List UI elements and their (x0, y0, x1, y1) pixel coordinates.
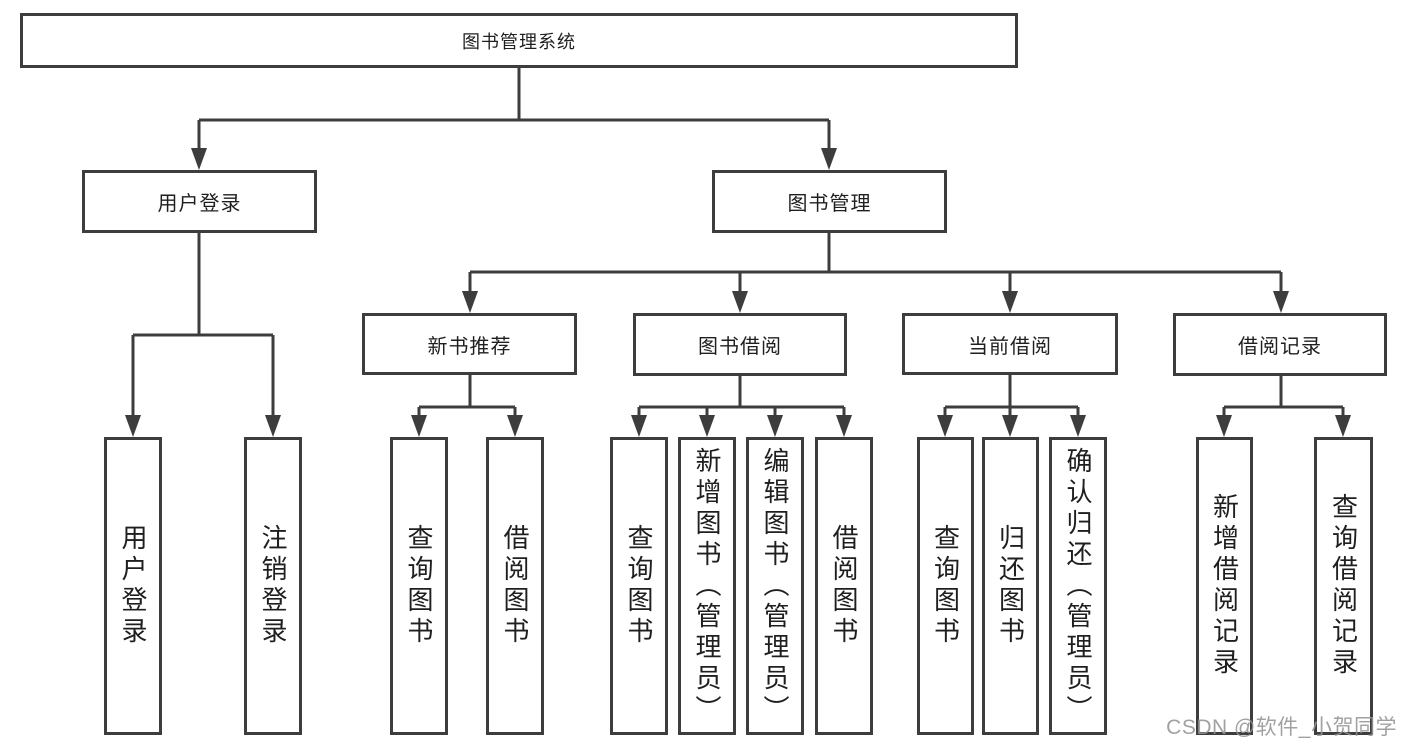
leaf-query-books-borrow: 查询图书 (610, 437, 668, 735)
node-new-book-recommend: 新书推荐 (362, 313, 577, 375)
leaf-confirm-return-admin: 确认归还（管理员） (1049, 437, 1107, 735)
leaf-label: 查询借阅记录 (1328, 493, 1359, 679)
leaf-query-books-current: 查询图书 (917, 437, 974, 735)
leaf-label: 归还图书 (995, 524, 1026, 648)
leaf-edit-book-admin: 编辑图书（管理员） (746, 437, 804, 735)
leaf-label: 查询图书 (404, 524, 434, 648)
leaf-label: 查询图书 (930, 524, 961, 648)
leaf-label: 用户登录 (118, 524, 148, 648)
leaf-label: 借阅图书 (829, 524, 859, 648)
leaf-user-login: 用户登录 (104, 437, 162, 735)
leaf-logout: 注销登录 (244, 437, 302, 735)
leaf-query-borrow-record: 查询借阅记录 (1314, 437, 1373, 735)
node-book-borrow: 图书借阅 (633, 313, 847, 376)
node-label: 图书借阅 (698, 336, 782, 358)
csdn-watermark: CSDN @软件_小贺同学 (1166, 716, 1397, 739)
leaf-query-books-recommend: 查询图书 (390, 437, 448, 735)
node-book-management: 图书管理 (712, 170, 947, 233)
leaf-label: 新增借阅记录 (1209, 493, 1240, 679)
leaf-label: 查询图书 (624, 524, 654, 648)
leaf-label: 编辑图书（管理员） (760, 446, 790, 726)
node-label: 新书推荐 (427, 335, 512, 358)
node-label: 图书管理 (787, 193, 872, 215)
node-label: 图书管理系统 (462, 31, 576, 52)
node-library-system: 图书管理系统 (20, 13, 1018, 68)
arrowheads (125, 148, 1351, 437)
node-label: 当前借阅 (968, 335, 1052, 358)
leaf-label: 确认归还（管理员） (1063, 446, 1093, 726)
node-user-login: 用户登录 (82, 170, 317, 233)
leaf-borrow-books-recommend: 借阅图书 (486, 437, 544, 735)
leaf-add-book-admin: 新增图书（管理员） (678, 437, 736, 735)
node-current-borrow: 当前借阅 (902, 313, 1118, 375)
leaf-label: 借阅图书 (500, 524, 530, 648)
leaf-label: 注销登录 (258, 524, 288, 648)
node-label: 用户登录 (157, 193, 242, 215)
node-label: 借阅记录 (1238, 336, 1322, 358)
leaf-label: 新增图书（管理员） (692, 446, 722, 726)
node-borrow-records: 借阅记录 (1173, 313, 1387, 376)
leaf-borrow-books: 借阅图书 (815, 437, 873, 735)
leaf-return-books: 归还图书 (982, 437, 1039, 735)
leaf-add-borrow-record: 新增借阅记录 (1196, 437, 1253, 735)
